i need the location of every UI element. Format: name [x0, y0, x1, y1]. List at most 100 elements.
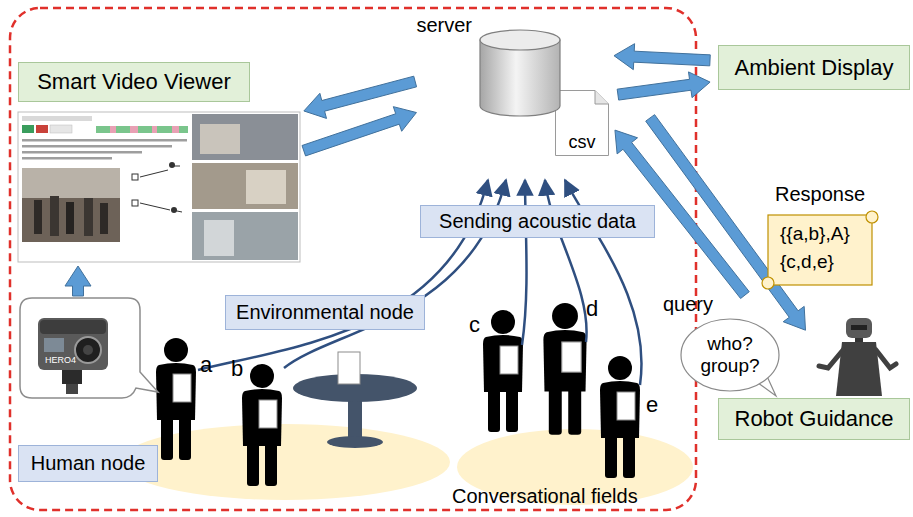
- camera-callout: [20, 298, 158, 398]
- screenshot: [192, 212, 298, 260]
- screenshot: [132, 200, 138, 206]
- node-body-text: {{a,b},A}: [780, 223, 850, 245]
- response-scroll: Response {{a,b},A} {c,d,e}: [760, 183, 880, 293]
- server-cylinder: csvserver: [478, 22, 610, 156]
- node-text: Human node: [31, 452, 146, 475]
- speech-bubble: who? group?: [680, 318, 780, 392]
- node-text: server: [416, 14, 472, 37]
- process-box: Sending acoustic data: [420, 205, 655, 238]
- screenshot: [22, 157, 112, 160]
- system-boundary: [10, 8, 696, 510]
- camera-callout: [20, 298, 158, 398]
- csv-file: csv: [555, 90, 609, 156]
- data-flow-arrow: [617, 72, 710, 100]
- node-text: Environmental node: [236, 301, 414, 324]
- screenshot: [100, 203, 108, 234]
- scroll-shape: [768, 215, 872, 285]
- node-text: Smart Video Viewer: [18, 62, 250, 102]
- database-cylinder: [480, 30, 560, 50]
- camera-callout: [38, 318, 108, 370]
- screenshot: [66, 202, 74, 234]
- camera-callout: [62, 370, 82, 384]
- scroll-curl: [762, 277, 774, 289]
- node-text: who? group?: [695, 333, 765, 377]
- screenshot: [132, 174, 138, 180]
- person-letter: d: [586, 296, 598, 321]
- person-figure: [156, 303, 640, 486]
- edge-label: query: [663, 293, 713, 316]
- screenshot: [22, 139, 187, 142]
- node-text: Response: [760, 183, 880, 206]
- screenshot: [18, 112, 300, 262]
- device-model-text: HERO4: [45, 355, 76, 365]
- camera-callout: [40, 320, 106, 334]
- person-letter: b: [231, 356, 243, 381]
- screenshot: [192, 163, 298, 209]
- camera-callout: [83, 345, 93, 355]
- screenshot: [22, 125, 34, 133]
- label-box: Environmental node: [225, 295, 425, 330]
- screenshot: [172, 126, 179, 133]
- document-icon: [556, 91, 609, 156]
- label-box: Human node: [18, 445, 158, 482]
- table: [293, 352, 417, 448]
- screenshot: [110, 126, 116, 133]
- table: [338, 352, 360, 384]
- screenshot: [200, 124, 240, 154]
- video-arrow: [65, 266, 91, 296]
- screenshot: [130, 126, 138, 133]
- screenshot: [22, 116, 92, 121]
- data-flow-arrow: [614, 44, 710, 70]
- screenshot: [192, 114, 298, 160]
- scroll-curl: [866, 211, 878, 223]
- app-box: Ambient Display: [718, 45, 910, 90]
- screenshot: [169, 162, 175, 168]
- screenshot: [18, 112, 300, 262]
- screenshot: [171, 207, 177, 213]
- person-figure: [600, 356, 640, 478]
- screenshot: [140, 166, 182, 212]
- robot-figure: [819, 350, 896, 368]
- screenshot: [50, 196, 59, 236]
- data-flow-arrow: [302, 107, 416, 156]
- database-cylinder: [478, 28, 562, 120]
- person-figure: [156, 338, 196, 460]
- camera-callout: [75, 337, 101, 363]
- camera-callout: [66, 384, 78, 394]
- node-body-text: {c,d,e}: [780, 251, 834, 273]
- person-figure: [483, 310, 523, 432]
- screenshot: [22, 168, 120, 198]
- person-figure: [543, 303, 586, 435]
- screenshot: [36, 125, 48, 133]
- node-text: Sending acoustic data: [439, 210, 636, 233]
- robot-figure: [851, 325, 867, 330]
- person-letter: e: [646, 392, 658, 417]
- person-letter: c: [469, 312, 480, 337]
- robot-figure: [819, 318, 896, 396]
- area-caption: Conversational fields: [452, 485, 638, 508]
- robot-figure: [846, 318, 872, 338]
- app-box: Robot Guidance: [718, 398, 910, 440]
- speech-bubble: [681, 319, 779, 391]
- app-panel: Smart Video Viewer: [18, 62, 300, 262]
- screenshot: [34, 200, 42, 234]
- camera-callout: [44, 338, 64, 352]
- document-icon: [595, 91, 609, 105]
- node-text: Ambient Display: [735, 55, 894, 80]
- screenshot: [84, 198, 93, 236]
- screenshot: [22, 168, 120, 242]
- screenshot: [132, 166, 182, 212]
- table: [327, 436, 383, 448]
- screenshot: [50, 125, 72, 133]
- database-cylinder: [480, 40, 560, 116]
- screenshot: [152, 126, 157, 133]
- person-letter: a: [200, 352, 212, 377]
- node-text: Robot Guidance: [735, 406, 894, 431]
- screenshot: [22, 151, 142, 154]
- robot-figure: [855, 338, 863, 342]
- screenshot: [22, 145, 172, 148]
- video-arrow: [65, 266, 91, 296]
- screenshot: [204, 220, 234, 256]
